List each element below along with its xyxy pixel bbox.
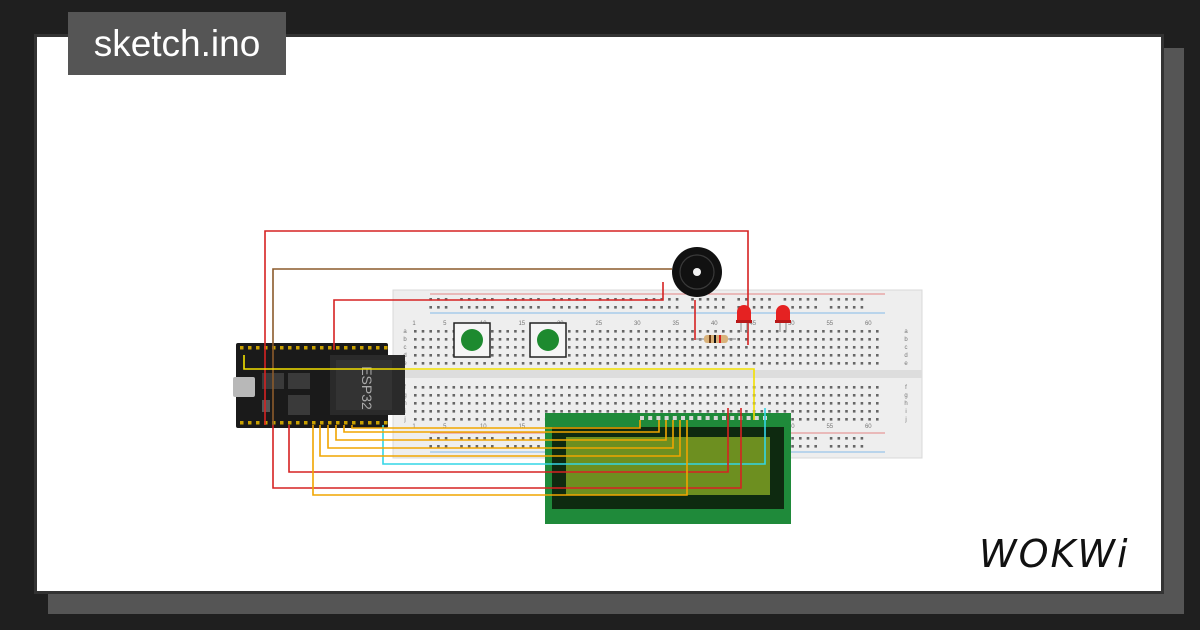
- column-label: 60: [865, 321, 872, 327]
- column-label: 15: [518, 321, 525, 327]
- wire-orange-5: [343, 420, 660, 433]
- wires: [243, 230, 766, 496]
- wire-orange-2: [319, 420, 681, 457]
- column-label: 50: [788, 424, 795, 430]
- row-label: a: [904, 329, 908, 335]
- pushbutton-2[interactable]: [529, 322, 567, 358]
- wire-cyan-lcd: [382, 408, 766, 465]
- usb-port: [233, 377, 255, 397]
- wire-orange-6: [351, 420, 641, 429]
- led-2[interactable]: [775, 305, 791, 332]
- wire-yellow-lcd: [243, 355, 755, 420]
- column-label: 5: [443, 424, 447, 430]
- row-label: c: [905, 345, 908, 351]
- row-label: f: [404, 385, 406, 391]
- column-label: 35: [672, 321, 679, 327]
- led-1[interactable]: [736, 305, 752, 332]
- row-label: e: [904, 361, 908, 367]
- resistor[interactable]: [696, 335, 736, 343]
- column-label: 5: [443, 321, 447, 327]
- row-label: e: [403, 361, 407, 367]
- pushbutton-1[interactable]: [453, 322, 491, 358]
- row-label: j: [904, 417, 906, 423]
- row-label: d: [904, 353, 907, 359]
- wire-orange-4: [335, 420, 667, 441]
- row-label: h: [904, 401, 907, 407]
- wire-orange-1: [312, 420, 688, 496]
- column-label: 55: [826, 424, 833, 430]
- row-label: i: [905, 409, 906, 415]
- column-label: 30: [634, 321, 641, 327]
- column-label: 60: [865, 424, 872, 430]
- column-label: 1: [412, 321, 416, 327]
- row-label: j: [403, 417, 405, 423]
- row-label: b: [904, 337, 908, 343]
- esp32-label: ESP32: [359, 366, 375, 410]
- column-label: 10: [480, 424, 487, 430]
- esp32-board[interactable]: ESP32: [233, 343, 405, 428]
- buzzer[interactable]: [672, 247, 722, 297]
- wire-red-lcd-2: [288, 408, 729, 473]
- wire-orange-3: [327, 420, 674, 449]
- column-label: 15: [518, 424, 525, 430]
- row-label: c: [404, 345, 407, 351]
- row-labels: aabbccddeeffgghhiijj: [403, 329, 908, 423]
- row-label: b: [403, 337, 407, 343]
- wire-red-buzzer: [333, 282, 664, 350]
- wire-red-lcd-1: [272, 408, 742, 489]
- column-label: 55: [826, 321, 833, 327]
- column-label: 40: [711, 321, 718, 327]
- wokwi-logo-text: WOKWi: [979, 532, 1130, 576]
- wokwi-logo: WOKWi: [979, 532, 1130, 576]
- column-label: 25: [595, 321, 602, 327]
- wire-brown-buzzer: [272, 268, 672, 425]
- row-label: a: [403, 329, 407, 335]
- column-label: 50: [788, 321, 795, 327]
- row-label: f: [905, 385, 907, 391]
- row-label: g: [904, 393, 907, 399]
- column-label: 45: [749, 321, 756, 327]
- wire-red-led: [264, 230, 749, 425]
- column-label: 1: [412, 424, 416, 430]
- lcd1602[interactable]: [545, 413, 791, 524]
- sketch-title: sketch.ino: [68, 12, 286, 75]
